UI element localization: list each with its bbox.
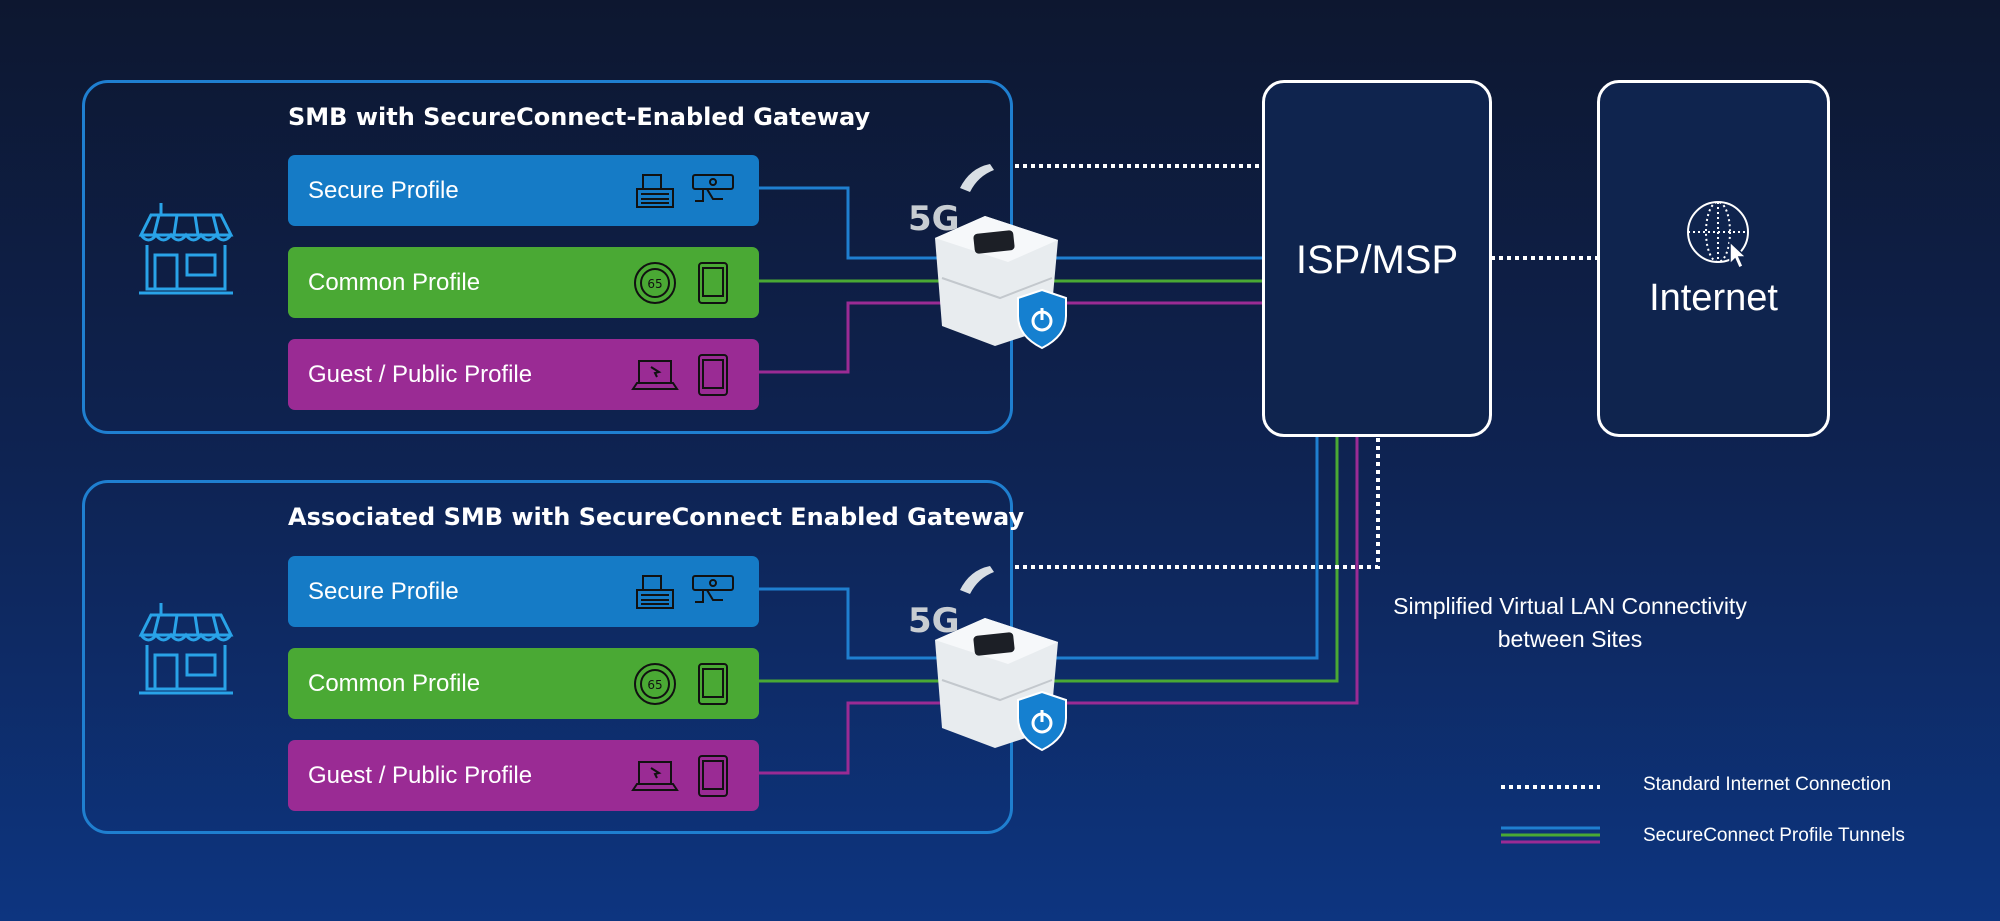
isp-msp-label: ISP/MSP: [1295, 238, 1459, 282]
profile-common-a[interactable]: Common Profile 65: [288, 247, 759, 318]
tablet-icon: [698, 353, 728, 396]
storefront-icon: [138, 203, 234, 295]
pos-terminal-icon: [636, 574, 674, 609]
profile-label: Guest / Public Profile: [308, 360, 533, 388]
tunnel-guest-b: [756, 437, 1359, 775]
gateway-device-b: 5G: [900, 560, 1070, 760]
isp-msp-node: ISP/MSP: [1262, 80, 1492, 437]
vlan-caption-line1: Simplified Virtual LAN Connectivity: [1393, 593, 1747, 619]
site-b-title: Associated SMB with SecureConnect Enable…: [288, 503, 1025, 531]
security-camera-icon: [692, 173, 734, 202]
profile-common-b[interactable]: Common Profile 65: [288, 648, 759, 719]
profile-guest-a[interactable]: Guest / Public Profile: [288, 339, 759, 410]
profile-guest-b[interactable]: Guest / Public Profile: [288, 740, 759, 811]
security-camera-icon: [692, 574, 734, 603]
storefront-icon: [138, 603, 234, 695]
profile-label: Common Profile: [308, 669, 481, 697]
speed-sign-icon: 65: [634, 662, 676, 705]
svg-text:65: 65: [647, 678, 662, 692]
site-a-box: SMB with SecureConnect-Enabled Gateway S…: [82, 80, 1013, 434]
profile-label: Common Profile: [308, 268, 481, 296]
profile-secure-b[interactable]: Secure Profile: [288, 556, 759, 627]
vlan-caption: Simplified Virtual LAN Connectivity betw…: [1360, 590, 1780, 656]
internet-line-b: [1015, 437, 1380, 569]
vlan-caption-line2: between Sites: [1497, 626, 1643, 652]
globe-cursor-icon: [1687, 201, 1749, 270]
gateway-device-a: 5G: [900, 158, 1070, 358]
profile-label: Secure Profile: [308, 176, 459, 204]
pos-terminal-icon: [636, 173, 674, 208]
laptop-icon: [631, 760, 679, 791]
internet-label: Internet: [1649, 277, 1778, 319]
tablet-icon: [698, 754, 728, 797]
legend-tunnels-label: SecureConnect Profile Tunnels: [1643, 825, 1905, 846]
site-a-title: SMB with SecureConnect-Enabled Gateway: [288, 103, 871, 131]
speed-sign-icon: 65: [634, 261, 676, 304]
svg-text:65: 65: [647, 277, 662, 291]
laptop-icon: [631, 359, 679, 390]
profile-label: Secure Profile: [308, 577, 459, 605]
site-b-box: Associated SMB with SecureConnect Enable…: [82, 480, 1024, 834]
internet-node: Internet: [1597, 80, 1830, 437]
tunnel-secure-b: [756, 437, 1319, 660]
tablet-icon: [698, 662, 728, 705]
profile-label: Guest / Public Profile: [308, 761, 533, 789]
profile-secure-a[interactable]: Secure Profile: [288, 155, 759, 226]
legend-standard-label: Standard Internet Connection: [1643, 774, 1892, 795]
tablet-icon: [698, 261, 728, 304]
